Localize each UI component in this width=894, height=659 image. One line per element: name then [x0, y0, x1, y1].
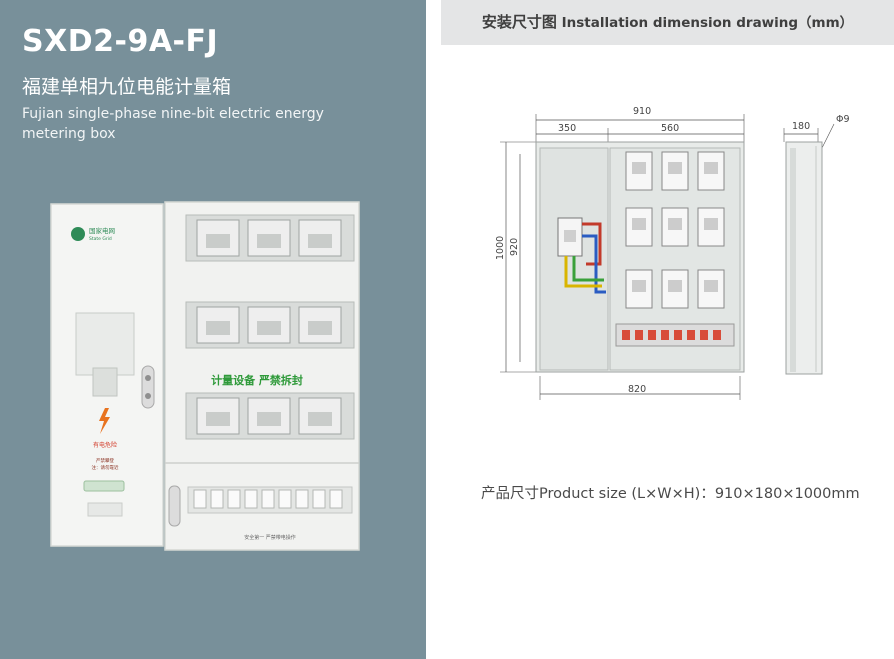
breaker-handle — [92, 367, 118, 397]
dim-560: 560 — [661, 123, 679, 134]
installation-drawing: 910 350 560 1000 920 — [495, 106, 850, 400]
dim-1000: 1000 — [495, 236, 506, 260]
breaker-row — [615, 323, 735, 347]
dim-180: 180 — [792, 121, 810, 132]
product-title-cn: 福建单相九位电能计量箱 — [22, 76, 232, 98]
meter-row-1 — [185, 214, 355, 262]
section-header: 安装尺寸图 Installation dimension drawing（mm） — [441, 0, 894, 45]
note-line-1: 严禁攀登 — [96, 457, 114, 464]
lock-slot — [87, 502, 123, 517]
bottom-label: 安全第一 严禁带电操作 — [244, 534, 296, 541]
logo-text-en: State Grid — [89, 236, 112, 242]
product-size-text: 产品尺寸Product size (L×W×H)：910×180×1000mm — [481, 486, 860, 502]
dim-hole: Φ9 — [836, 114, 850, 125]
right-door-handle — [168, 485, 181, 527]
dim-350: 350 — [558, 123, 576, 134]
state-grid-logo-icon — [71, 227, 85, 241]
breaker-window — [75, 312, 135, 376]
logo-text-cn: 国家电网 — [89, 226, 115, 235]
product-title-en: Fujian single-phase nine-bit electric en… — [22, 106, 324, 142]
left-panel: SXD2-9A-FJ 福建单相九位电能计量箱 Fujian single-pha… — [0, 0, 426, 659]
model-number: SXD2-9A-FJ — [22, 24, 219, 59]
header-title-en: Installation dimension drawing（mm） — [561, 15, 854, 31]
breaker-strip — [187, 486, 353, 514]
center-label: 计量设备 严禁拆封 — [211, 373, 303, 387]
product-photo: 国家电网 State Grid 有电危险 严禁攀登 注：请勿靠近 — [50, 201, 360, 551]
dim-910: 910 — [633, 106, 651, 117]
meter-row-2 — [185, 301, 355, 349]
dim-920: 920 — [509, 238, 520, 256]
header-title-cn: 安装尺寸图 — [481, 13, 557, 31]
left-door-handle — [141, 365, 155, 409]
meter-row-3 — [185, 392, 355, 440]
meter-grid — [625, 151, 725, 309]
dim-820: 820 — [628, 384, 646, 395]
note-line-2: 注：请勿靠近 — [92, 464, 119, 471]
warning-text: 有电危险 — [93, 441, 117, 449]
lightning-warning-icon — [99, 408, 110, 434]
label-plate — [83, 480, 125, 492]
